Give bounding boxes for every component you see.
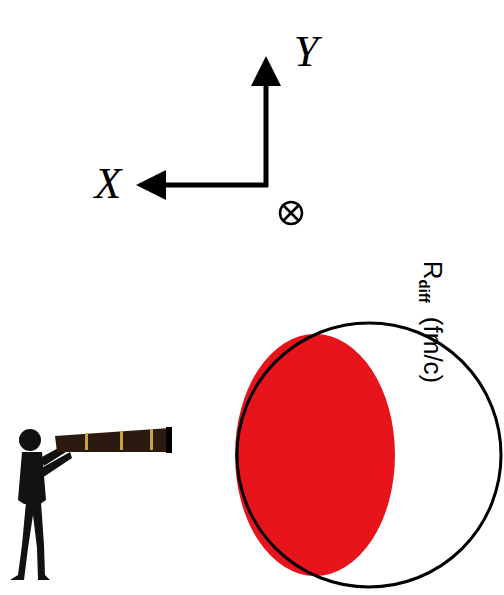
x-axis-arrow xyxy=(142,183,268,188)
emission-region xyxy=(235,334,395,576)
quantity-symbol: R xyxy=(418,261,448,280)
quantity-subscript: diff xyxy=(416,280,433,303)
axis-label: X xyxy=(95,162,122,206)
source-outline xyxy=(237,323,501,587)
axis-title: Rdiff (fm/c) xyxy=(416,261,448,384)
axis-label: Y xyxy=(294,30,318,74)
unit-label: (fm/c) xyxy=(418,317,448,383)
y-axis-arrow xyxy=(264,62,269,187)
observer-figure xyxy=(10,427,172,580)
into-page-symbol xyxy=(280,202,302,224)
